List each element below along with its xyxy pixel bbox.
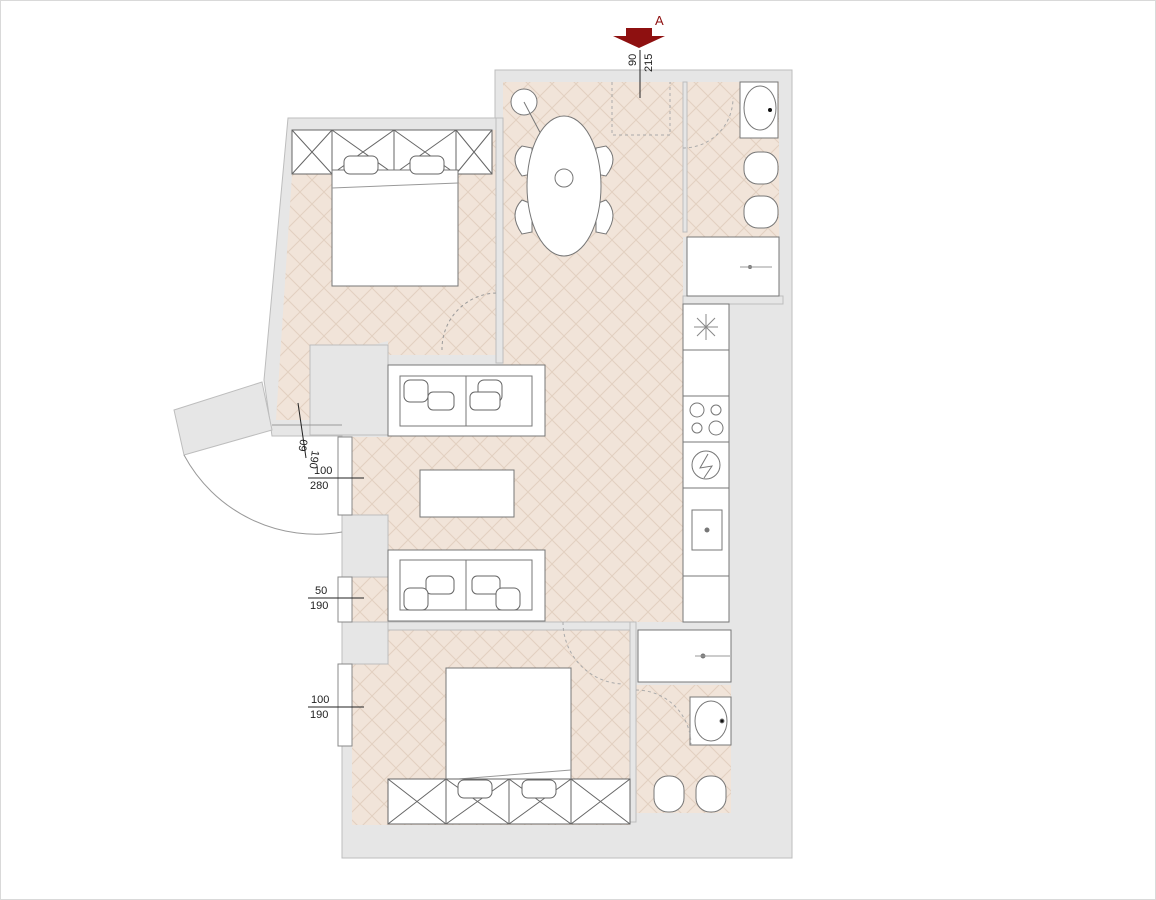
wardrobe-icon [291,129,493,175]
toilet-icon [743,195,779,229]
partitions [309,81,784,823]
pillow-icon [403,379,503,411]
window-2-width: 50 [315,585,327,597]
bed-icon [445,667,572,781]
dimension-balcony: 60 190 [297,402,321,470]
door-swing-icon [611,82,671,136]
dining-area [510,82,671,257]
bedroom-1 [291,129,497,351]
pillow-icon [457,779,557,799]
window-1-height: 280 [310,480,328,492]
window-2-height: 190 [310,600,328,612]
balcony-height: 190 [306,450,320,470]
dimension-window-1: 100 280 [308,465,364,492]
bedroom-2 [387,621,631,825]
cooktop-icon [682,395,730,443]
windows [337,436,353,747]
wardrobe-icon [387,778,631,825]
section-marker: A [613,13,665,48]
door-swing-icon [441,292,497,351]
entrance-height: 215 [643,54,655,72]
door-swing-icon [183,454,343,535]
washbasin-icon [694,700,728,742]
pillow-icon [403,575,521,611]
balcony-slab [173,381,273,456]
bidet-icon [743,151,779,185]
bed-icon [331,169,459,287]
window-3-width: 100 [311,694,329,706]
dimension-entrance: 90 215 [627,50,655,98]
arrow-down-icon [613,28,665,48]
living-area [387,364,546,622]
bathroom-1 [682,81,780,297]
section-marker-label: A [655,13,664,28]
kitchen [682,303,730,623]
washbasin-icon [743,85,777,131]
window-1-width: 100 [314,465,332,477]
bathroom-2 [635,629,732,813]
dining-table-icon [526,115,602,257]
dimension-window-3: 100 190 [308,694,364,721]
oven-icon [682,441,730,489]
door-swing-icon [635,689,692,746]
balcony-width: 60 [297,439,311,453]
bidet-icon [695,775,727,813]
kitchen-sink-icon [691,509,723,551]
pillow-icon [343,155,445,175]
entrance-width: 90 [627,54,639,66]
coffee-table-icon [419,469,515,518]
dimension-window-2: 50 190 [308,585,364,612]
window-3-height: 190 [310,709,328,721]
toilet-icon [653,775,685,813]
